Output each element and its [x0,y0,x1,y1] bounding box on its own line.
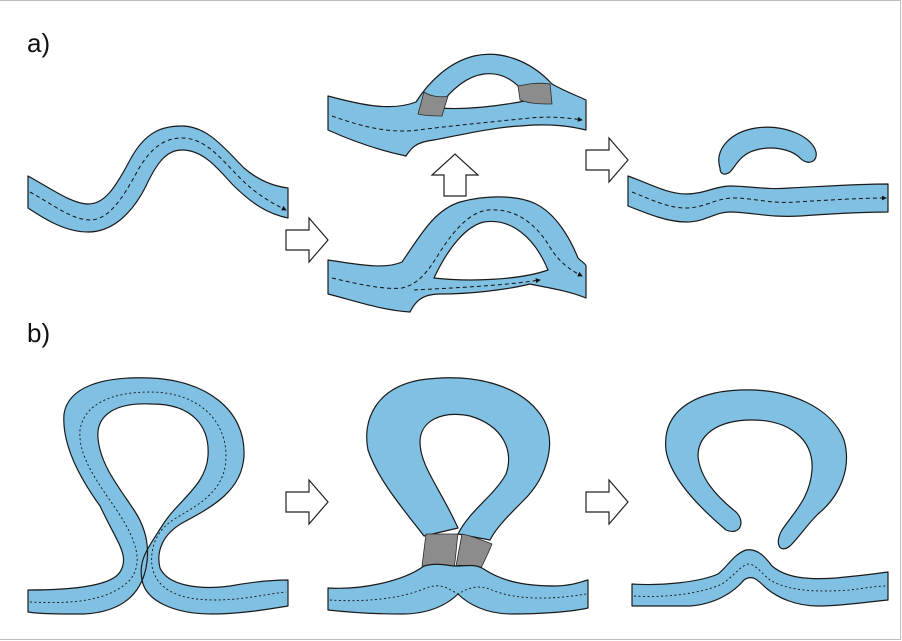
channel-body [28,378,288,614]
sediment-plug-left [422,534,458,568]
step-arrow-icon [286,218,328,262]
panel-b-stage-1-channel [28,378,288,614]
upper-loop [367,378,550,540]
panel-a-stage-1-channel [28,126,288,232]
panel-a-stage-3-channel [328,54,586,156]
step-arrow-icon [286,480,328,524]
panel-a-stage-4 [628,127,888,222]
oxbow-lake [666,390,847,549]
step-arrow-icon [586,480,628,524]
channel-body [628,176,888,222]
panel-b-stage-2-channel [328,378,588,614]
panel-b-stage-3 [632,390,888,606]
channel-body [328,564,588,614]
panel-a-stage-2-channel [328,197,586,312]
oxbow-lake [719,127,817,174]
channel-body [632,550,888,606]
sediment-plug-right [518,83,552,104]
step-arrow-icon [586,138,628,182]
channel-body [28,126,288,232]
step-arrow-up-icon [432,154,478,196]
